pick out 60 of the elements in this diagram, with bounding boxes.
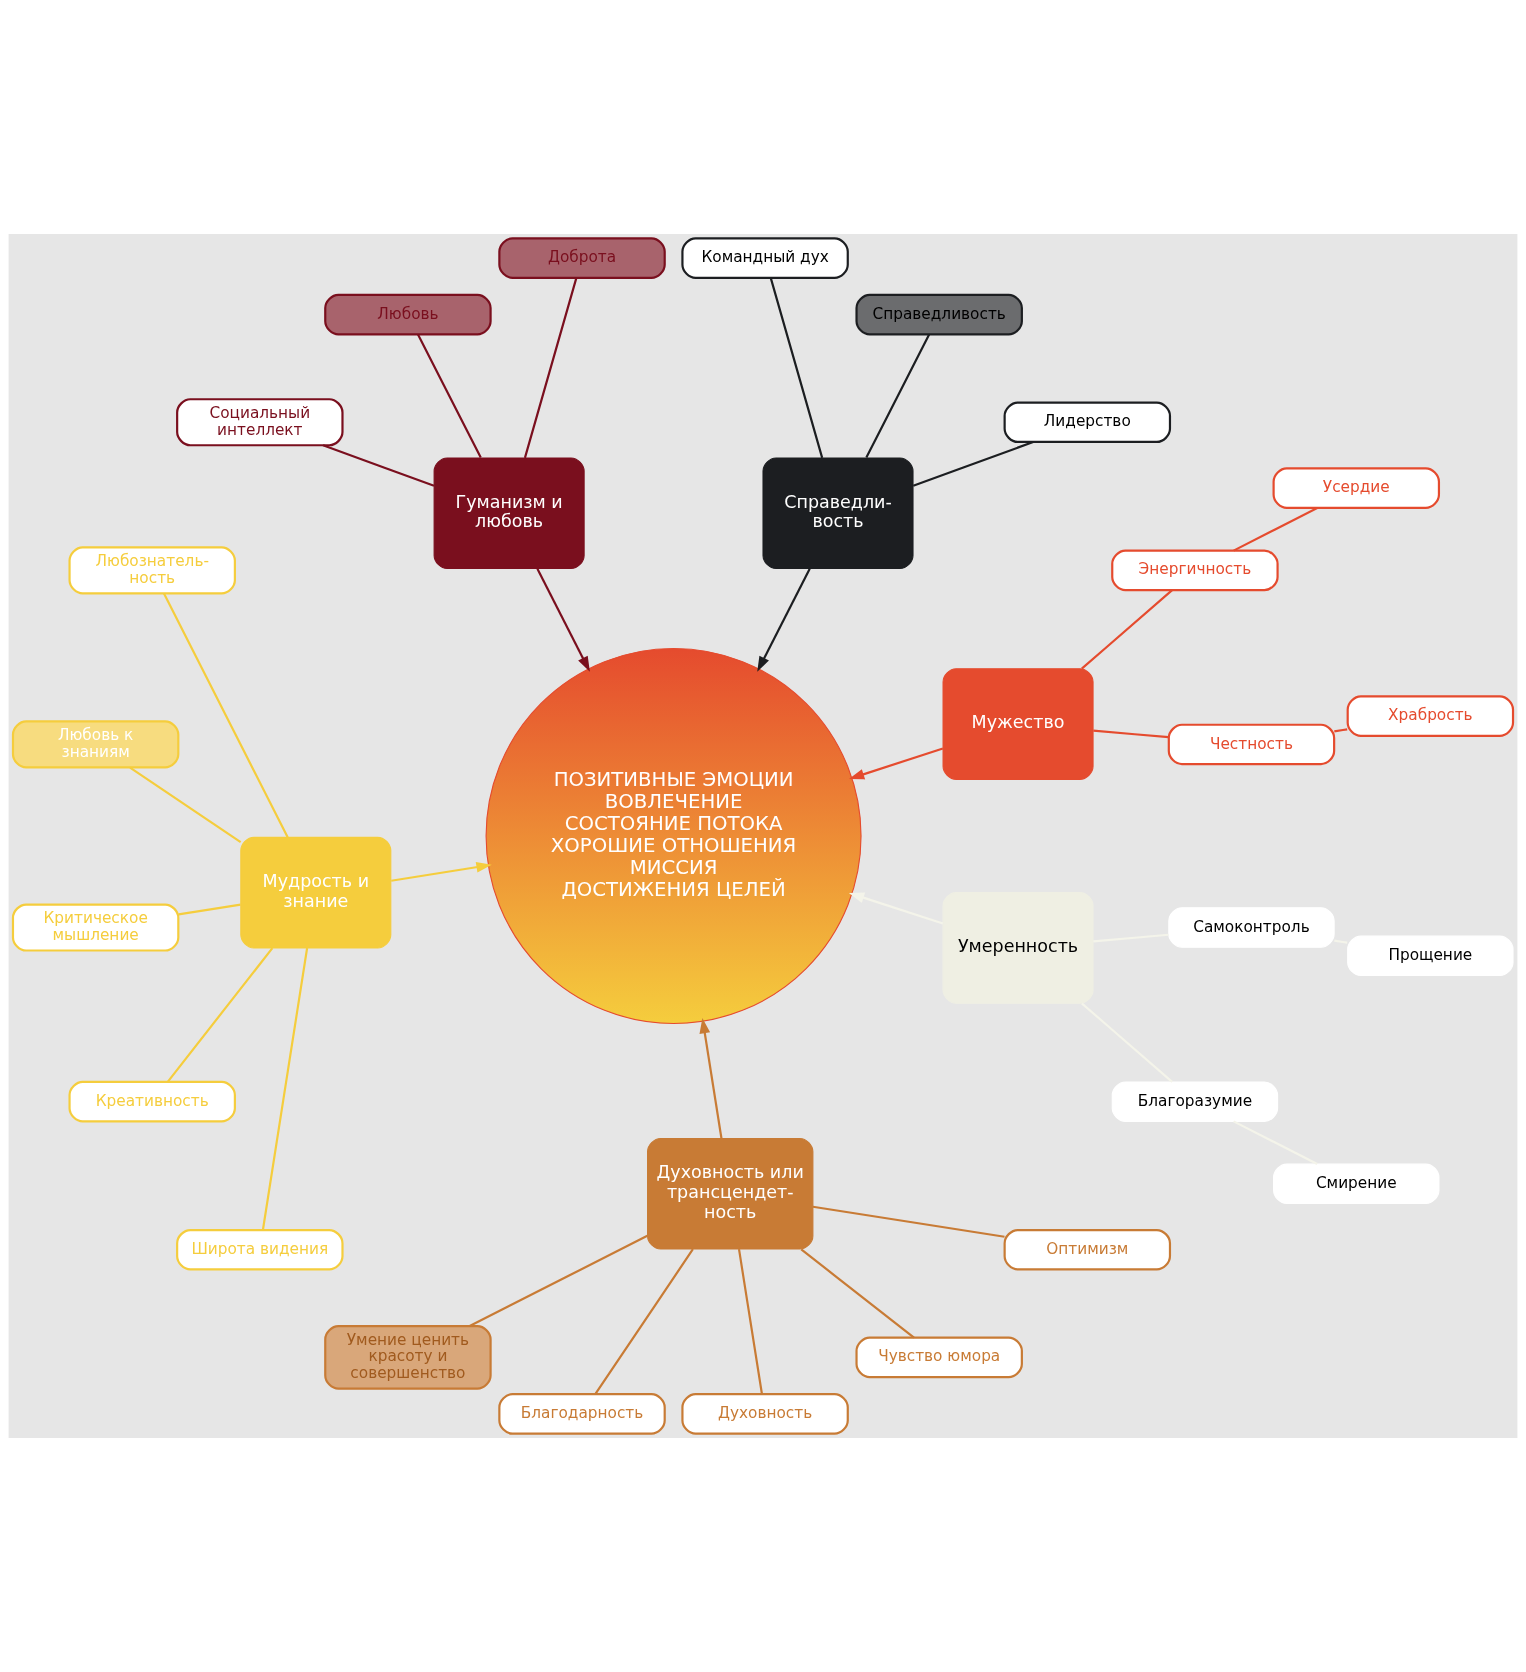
- node-box: Доброта: [498, 237, 666, 279]
- connector: [812, 1205, 1005, 1238]
- node-box: Справедливость: [855, 293, 1023, 336]
- node-box: Командный дух: [681, 237, 849, 279]
- connector: [1093, 729, 1169, 739]
- connector: [322, 444, 435, 487]
- node-box: Благодарность: [498, 1393, 666, 1435]
- node-box: Гуманизм и любовь: [433, 457, 585, 570]
- arrow: [536, 568, 590, 672]
- connector: [178, 903, 241, 916]
- node-box: Усердие: [1272, 467, 1441, 509]
- connector: [1334, 939, 1348, 944]
- node-box: Смирение: [1273, 1163, 1440, 1205]
- node-box: Оптимизм: [1003, 1228, 1172, 1271]
- connector: [1233, 1120, 1318, 1165]
- connector: [1093, 933, 1169, 943]
- node-box: Мужество: [942, 668, 1094, 780]
- connector: [1233, 507, 1318, 552]
- node-box: Умение ценить красоту и совершенство: [324, 1325, 492, 1390]
- node-box: Духовность: [681, 1393, 849, 1435]
- node-box: Социальный интеллект: [176, 398, 344, 447]
- connector: [594, 1248, 694, 1395]
- node-box: Лидерство: [1003, 401, 1172, 444]
- connector: [737, 1249, 763, 1395]
- node-box: Креативность: [68, 1080, 236, 1123]
- node-box: Любовь: [324, 293, 492, 336]
- node-box: Мудрость и знание: [240, 836, 392, 949]
- node-box: Честность: [1167, 723, 1336, 766]
- connector: [523, 277, 578, 459]
- arrow: [391, 861, 492, 882]
- connector: [912, 441, 1034, 487]
- connector: [167, 947, 274, 1083]
- connector: [1334, 728, 1348, 733]
- node-box: Самоконтроль: [1168, 907, 1335, 948]
- connector: [1081, 1002, 1173, 1083]
- connector: [417, 333, 482, 459]
- arrow: [757, 568, 811, 672]
- arrow: [848, 747, 944, 780]
- connector: [800, 1248, 915, 1339]
- node-box: Справедли- вость: [762, 457, 914, 570]
- node-box: Прощение: [1347, 935, 1514, 977]
- node-box: Любознатель- ность: [68, 546, 236, 595]
- node-box: Чувство юмора: [855, 1336, 1023, 1379]
- node-box: Критическое мышление: [11, 903, 180, 952]
- connector: [163, 593, 289, 838]
- arrow: [848, 892, 944, 925]
- connector: [469, 1234, 648, 1327]
- node-box: Энергичность: [1111, 549, 1279, 592]
- connector: [769, 277, 824, 459]
- connector: [261, 947, 309, 1230]
- node-box: Храбрость: [1346, 695, 1515, 737]
- node-box: Любовь к знаниям: [11, 720, 180, 769]
- node-circle: ПОЗИТИВНЫЕ ЭМОЦИИ ВОВЛЕЧЕНИЕ СОСТОЯНИЕ ПОТОКА ХОРОШИЕ ОТНОШЕНИЯ МИССИЯ ДОСТИЖЕНИЯ ЦЕЛЕЙ: [485, 647, 862, 1025]
- arrow: [699, 1018, 723, 1139]
- node-box: Духовность или трансцендет- ность: [647, 1137, 814, 1250]
- connector: [1081, 589, 1173, 670]
- node-box: Благоразумие: [1111, 1081, 1279, 1122]
- connector: [129, 766, 242, 843]
- node-box: Широта видения: [176, 1228, 344, 1271]
- connector: [865, 333, 931, 459]
